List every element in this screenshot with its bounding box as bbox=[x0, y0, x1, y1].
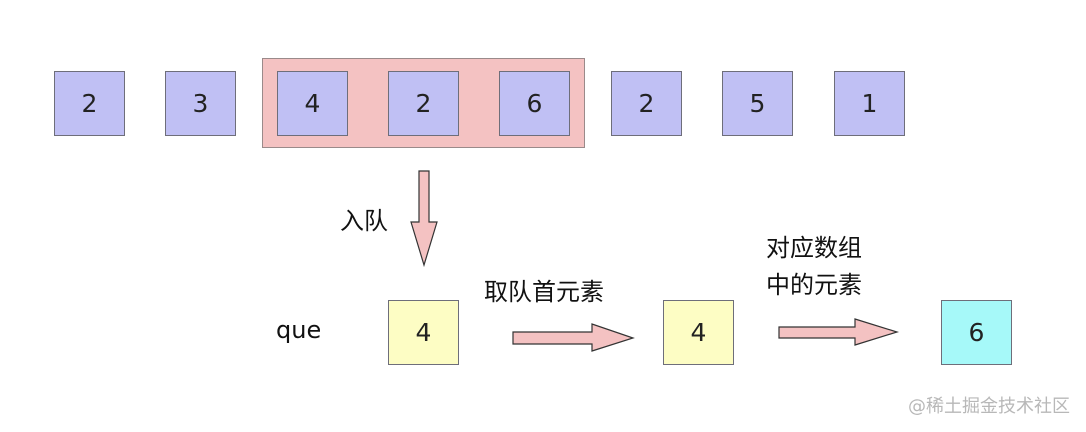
array-cell-2: 4 bbox=[277, 71, 348, 136]
mapped-element-label-line1: 对应数组 bbox=[766, 234, 862, 262]
enqueue-label: 入队 bbox=[340, 207, 388, 235]
array-cell-4: 6 bbox=[499, 71, 570, 136]
mapped-element-label: 对应数组 中的元素 bbox=[766, 230, 862, 304]
array-cell-0: 2 bbox=[54, 71, 125, 136]
enqueue-arrow bbox=[410, 170, 438, 268]
array-cell-3: 2 bbox=[388, 71, 459, 136]
array-cell-1: 3 bbox=[165, 71, 236, 136]
mapped-element-arrow bbox=[778, 318, 900, 346]
array-cell-7: 1 bbox=[834, 71, 905, 136]
array-cell-5: 2 bbox=[611, 71, 682, 136]
result-cell: 6 bbox=[941, 300, 1012, 365]
watermark: @稀土掘金技术社区 bbox=[908, 396, 1070, 417]
mapped-element-label-line2: 中的元素 bbox=[766, 271, 862, 299]
take-front-label: 取队首元素 bbox=[484, 278, 604, 306]
take-front-arrow bbox=[512, 323, 635, 352]
queue-name-label: que bbox=[276, 316, 322, 344]
array-cell-6: 5 bbox=[722, 71, 793, 136]
queue-cell: 4 bbox=[388, 300, 459, 365]
front-element-cell: 4 bbox=[663, 300, 734, 365]
